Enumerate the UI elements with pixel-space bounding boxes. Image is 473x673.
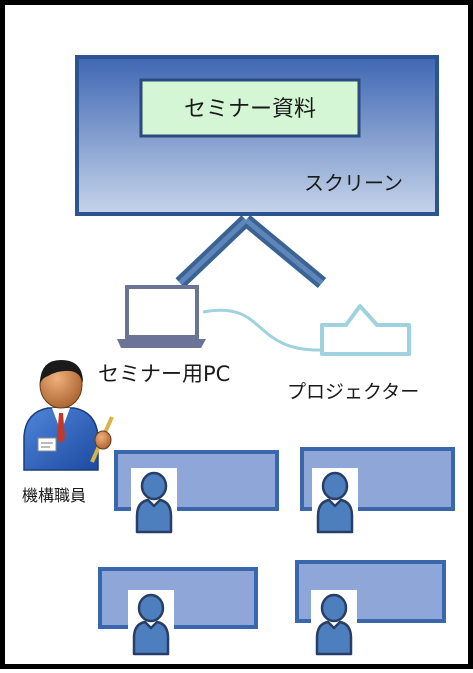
projector-label: プロジェクター: [287, 381, 420, 403]
staff-icon: [23, 360, 114, 471]
screen-stand: [175, 214, 327, 289]
screen: [75, 55, 439, 216]
seminar-material-box: [139, 78, 361, 138]
screen-label: スクリーン: [304, 171, 403, 195]
laptop-icon: [117, 285, 206, 348]
attendee-3: [128, 590, 174, 662]
seminar-pc-label: セミナー用PC: [98, 362, 231, 386]
desk-3: [98, 567, 258, 629]
attendee-4: [311, 590, 357, 662]
attendee-1: [131, 468, 177, 540]
projector-icon: [320, 304, 411, 356]
staff-label: 機構職員: [22, 486, 87, 505]
attendee-2: [312, 468, 358, 540]
cable: [202, 308, 324, 352]
seminar-material-label: セミナー資料: [183, 97, 316, 122]
